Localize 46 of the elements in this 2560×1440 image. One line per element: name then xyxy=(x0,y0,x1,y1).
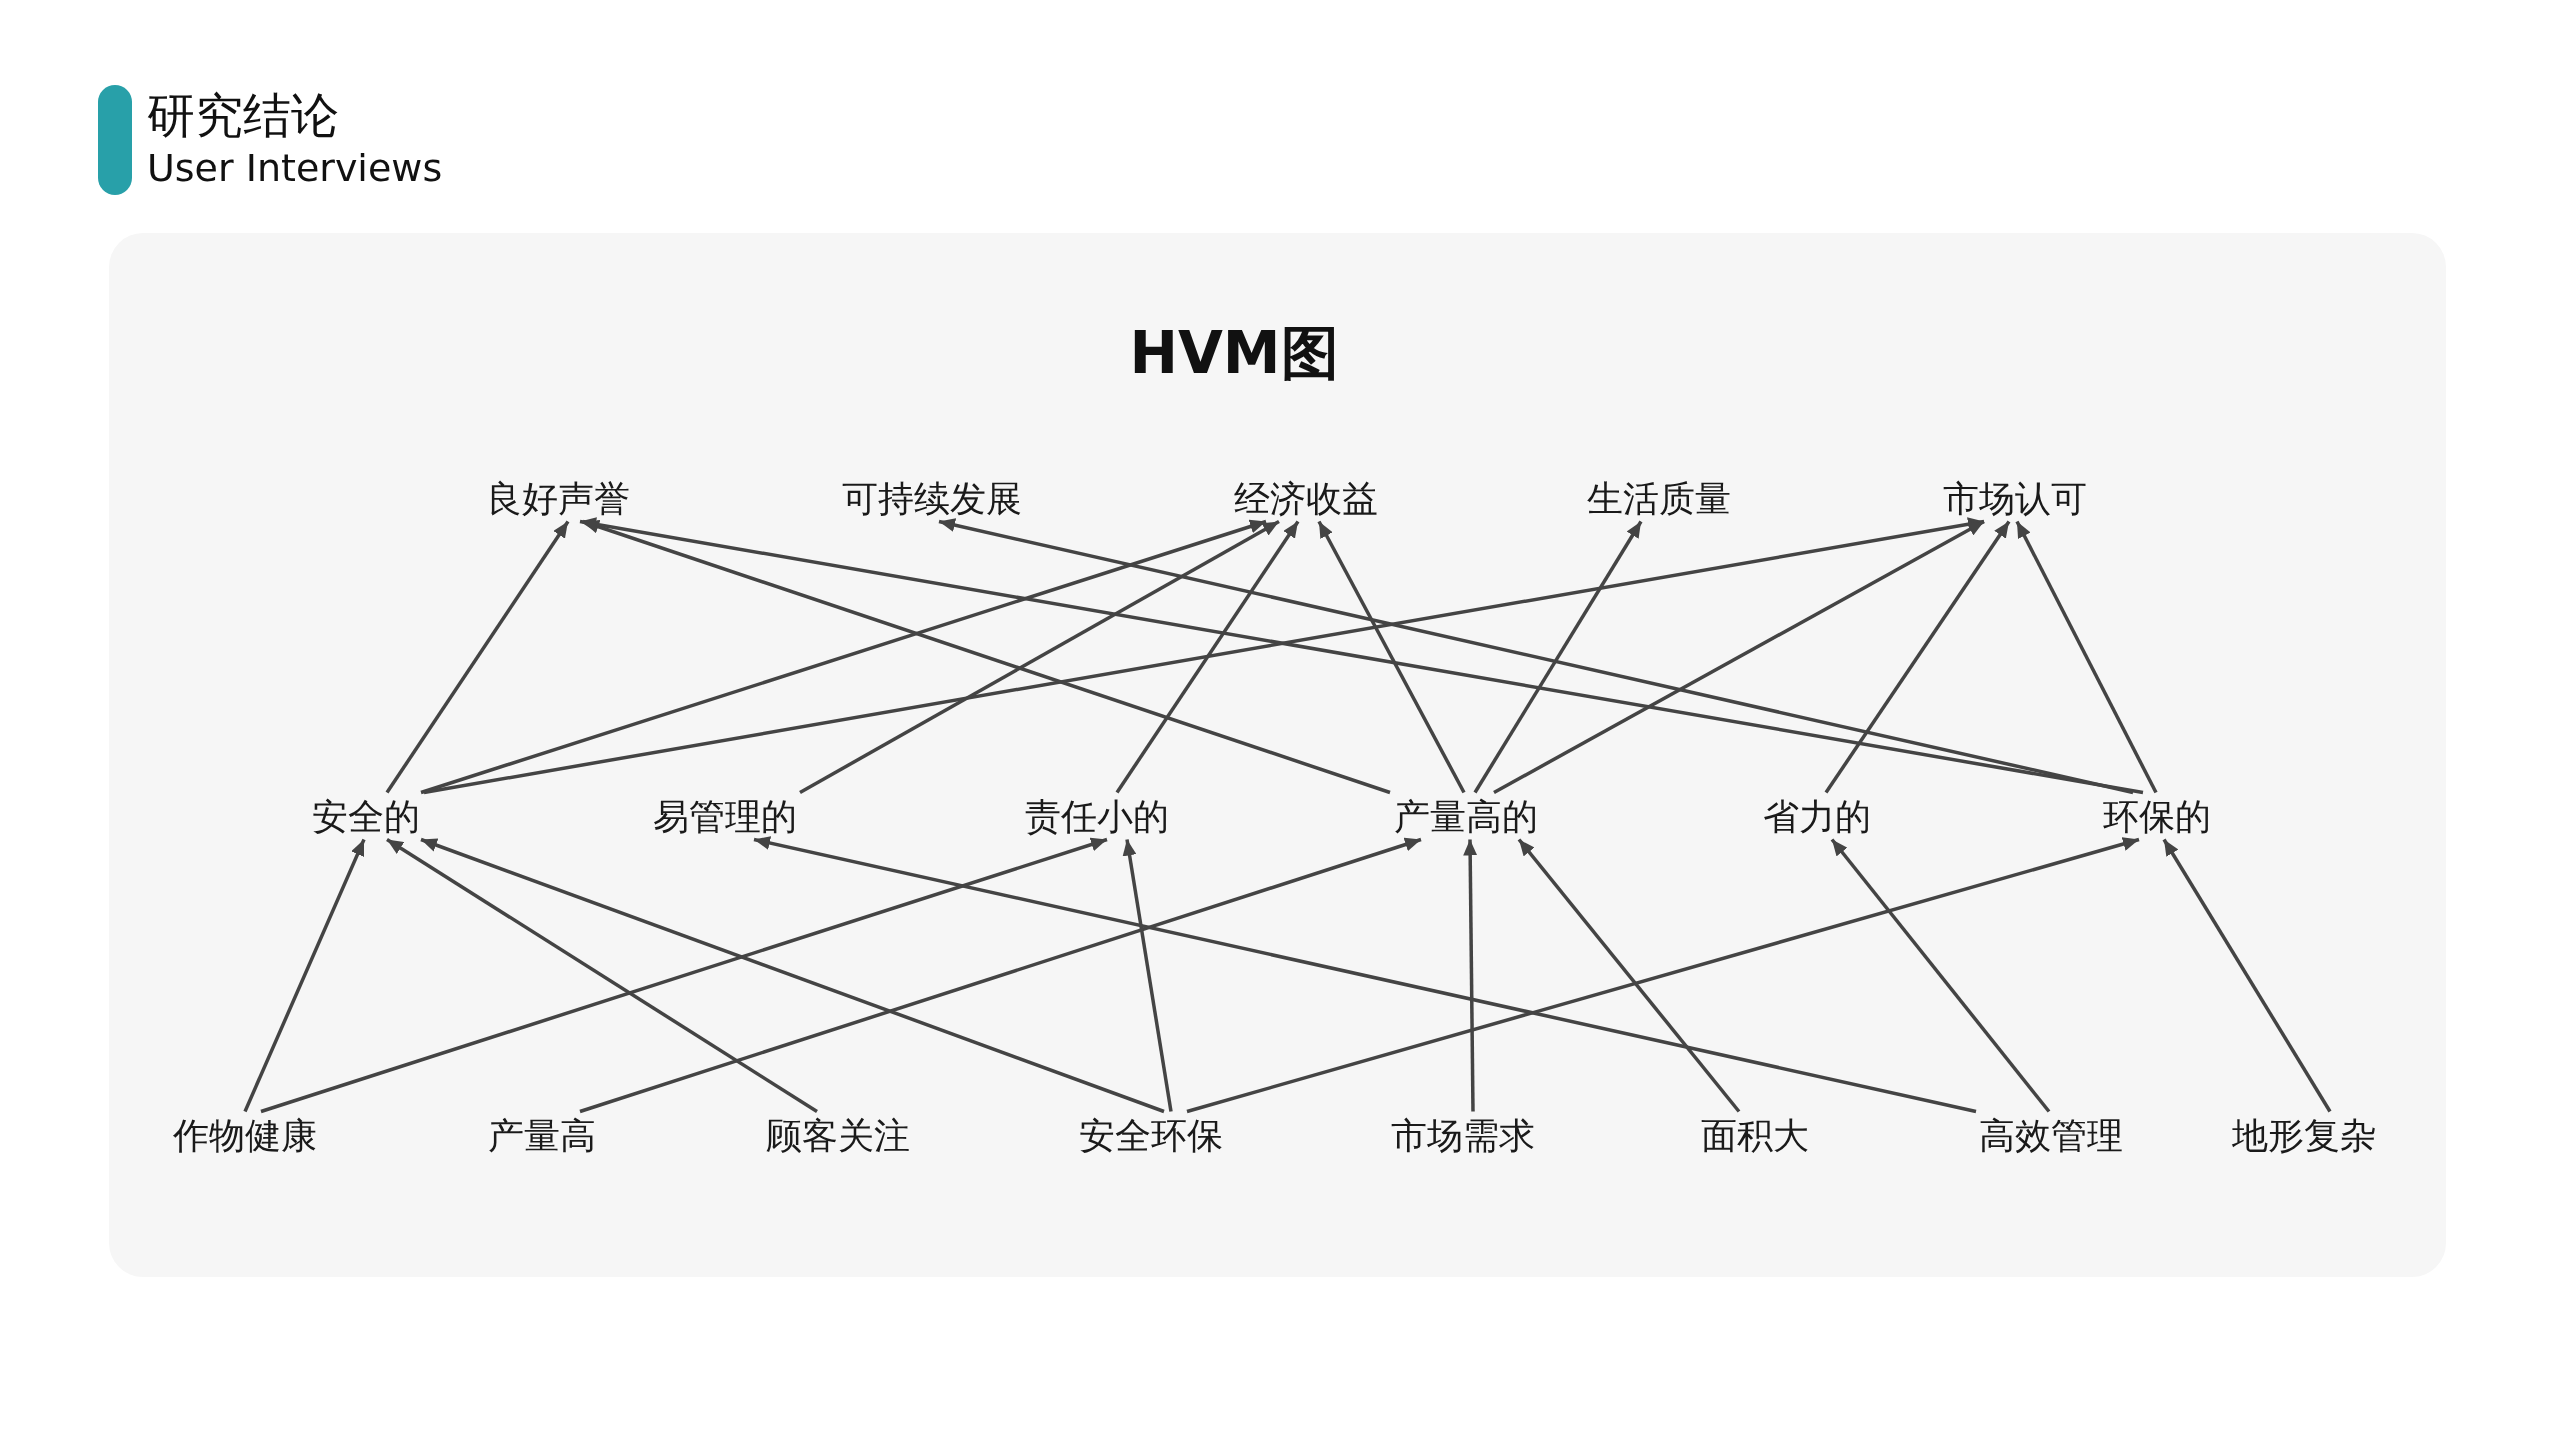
node-label: 市场认可 xyxy=(1937,474,2093,522)
node-label: 产量高的 xyxy=(1388,792,1544,840)
arrow xyxy=(1517,838,1741,1113)
arrow xyxy=(1493,519,1985,795)
node-label: 面积大 xyxy=(1695,1111,1815,1159)
node-label: 经济收益 xyxy=(1228,474,1384,522)
node-label: 作物健康 xyxy=(167,1111,323,1159)
node-label: 市场需求 xyxy=(1385,1111,1541,1159)
arrow xyxy=(385,520,570,794)
arrow xyxy=(753,836,1977,1114)
arrow xyxy=(1824,520,2011,794)
arrow xyxy=(938,518,2134,795)
arrow xyxy=(420,837,1165,1114)
node-label: 易管理的 xyxy=(647,792,803,840)
node-label: 安全环保 xyxy=(1073,1111,1229,1159)
arrow xyxy=(1317,520,1466,794)
node-label: 环保的 xyxy=(2097,792,2217,840)
arrow xyxy=(1122,839,1173,1112)
section-heading: 研究结论 xyxy=(147,86,339,145)
arrow xyxy=(386,838,818,1113)
arrow xyxy=(799,519,1280,795)
arrow xyxy=(2015,520,2158,794)
diagram-title: HVM图 xyxy=(1129,319,1339,389)
node-label: 高效管理 xyxy=(1973,1111,2129,1159)
arrow xyxy=(1115,520,1300,794)
node-label: 顾客关注 xyxy=(760,1111,916,1159)
node-label: 责任小的 xyxy=(1019,792,1175,840)
node-label: 良好声誉 xyxy=(480,474,636,522)
arrow xyxy=(420,519,1267,795)
node-label: 省力的 xyxy=(1757,792,1877,840)
arrow xyxy=(2162,838,2332,1113)
arrow xyxy=(1830,838,2051,1113)
arrow xyxy=(579,837,1422,1114)
section-subheading: User Interviews xyxy=(147,146,443,190)
arrow xyxy=(1463,839,1478,1112)
arrow xyxy=(423,517,1985,795)
node-label: 地形复杂 xyxy=(2226,1111,2382,1159)
node-label: 安全的 xyxy=(306,792,426,840)
arrow xyxy=(1473,520,1643,794)
arrow xyxy=(579,517,2144,795)
arrow xyxy=(243,838,366,1113)
node-label: 可持续发展 xyxy=(836,474,1028,522)
arrow xyxy=(1186,837,2140,1114)
arrow xyxy=(260,837,1108,1114)
node-label: 生活质量 xyxy=(1581,474,1737,522)
node-label: 产量高 xyxy=(482,1111,602,1159)
